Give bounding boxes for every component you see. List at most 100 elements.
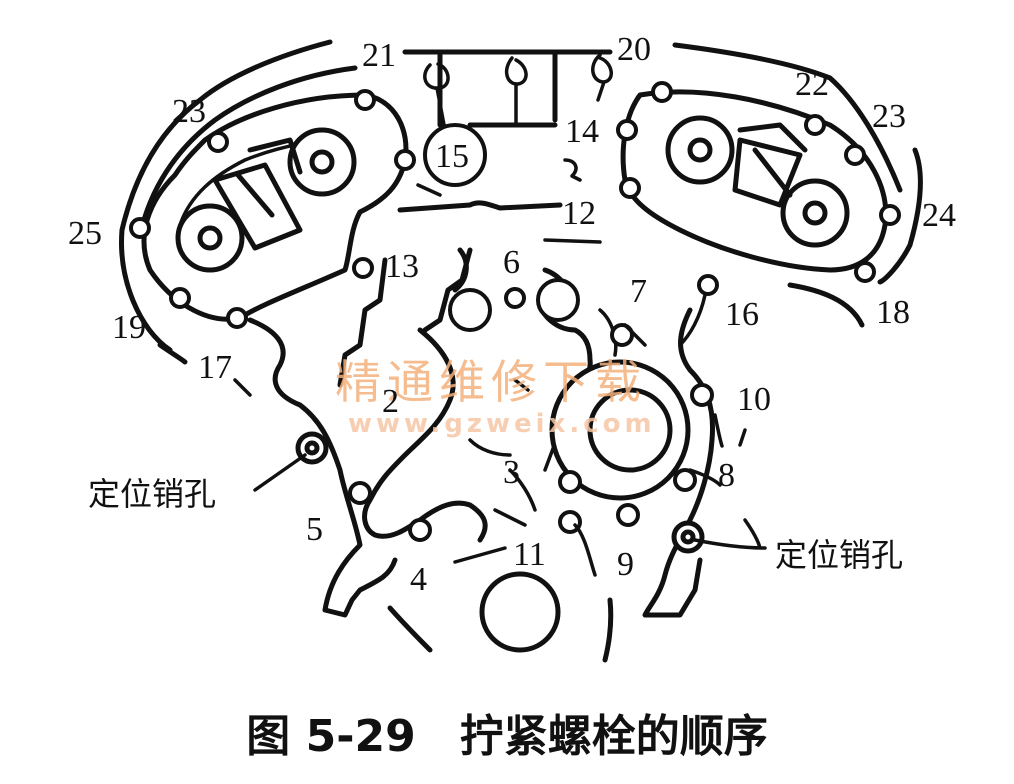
callout-right-dowel-hole: 定位销孔 <box>775 536 903 574</box>
bolt-number-24: 24 <box>922 197 956 234</box>
callout-left-dowel-hole: 定位销孔 <box>88 475 216 513</box>
bolt-number-14: 14 <box>565 113 599 150</box>
top-bracket-tick <box>416 183 442 197</box>
bolt-circle <box>844 144 866 166</box>
left-camshaft-hub-b <box>309 149 335 175</box>
bolt-circle <box>348 481 372 505</box>
leader-9 <box>573 523 597 577</box>
bolt-number-7: 7 <box>630 273 647 310</box>
leader-right-dowel <box>693 518 767 550</box>
leader-left-dowel <box>253 453 307 492</box>
bolt-number-23-left: 23 <box>172 93 206 130</box>
bolt-number-13: 13 <box>385 248 419 285</box>
bolt-number-4: 4 <box>410 561 427 598</box>
bolt-number-19: 19 <box>112 309 146 346</box>
left-camshaft-hub-a <box>197 225 223 251</box>
bolt-circle <box>697 274 719 296</box>
bolt-number-9: 9 <box>617 546 634 583</box>
bolt-number-10: 10 <box>737 381 771 418</box>
cover-outline <box>119 39 923 365</box>
right-camshaft-hub-b <box>802 200 828 226</box>
cover-outline-left-inner <box>137 65 358 238</box>
leader-8 <box>688 468 722 487</box>
bolt-number-23-right: 23 <box>872 98 906 135</box>
left-tensioner <box>212 137 303 251</box>
top-bracket-hook <box>563 158 582 182</box>
bolt-circle <box>673 468 697 492</box>
bolt-number-6: 6 <box>503 244 520 281</box>
cover-outline-left-tail <box>157 342 188 365</box>
bolt-circle <box>804 114 826 136</box>
bolt-number-3: 3 <box>503 454 520 491</box>
bolt-circle <box>616 503 640 527</box>
bolt-number-5: 5 <box>306 511 323 548</box>
bolt-number-16: 16 <box>725 296 759 333</box>
leader-10 <box>713 413 747 448</box>
bolt-circle <box>352 257 374 279</box>
bolt-circle <box>207 131 229 153</box>
bolt-circle <box>854 261 876 283</box>
bolt-number-8: 8 <box>718 457 735 494</box>
leader-3 <box>493 508 527 527</box>
bolt-circle <box>354 89 376 111</box>
leader-lines <box>233 238 767 577</box>
central-cover-crank-housing <box>362 327 488 543</box>
leader-7 <box>623 323 647 347</box>
bolt-circle <box>226 307 248 329</box>
oil-pump-boss <box>479 571 561 653</box>
bolt-number-18: 18 <box>876 294 910 331</box>
cover-outline-right-tail <box>787 282 865 328</box>
top-bracket <box>397 49 613 213</box>
right-cam-cover <box>620 89 889 273</box>
right-dowel-hole-centre <box>680 529 696 545</box>
right-camshaft-hub-a <box>687 137 713 163</box>
timing-cover-diagram: 精通维修下载 www.gzweix.com 21 20 22 23 23 14 … <box>68 31 956 663</box>
bolt-number-22: 22 <box>795 66 829 103</box>
right-cam-cover-outline <box>620 89 889 273</box>
right-tensioner <box>732 122 808 208</box>
cover-outline-right-edge <box>877 147 923 285</box>
bolt-circle <box>690 383 714 407</box>
cover-outline-right <box>672 42 903 193</box>
bolt-circle <box>558 470 582 494</box>
central-cover-jagged <box>337 247 473 388</box>
bolt-number-17: 17 <box>198 349 232 386</box>
watermark-text: 精通维修下载 <box>335 355 647 409</box>
bolt-circle <box>504 287 526 309</box>
bolt-circle <box>394 149 416 171</box>
leader-16 <box>678 293 707 347</box>
bolt-number-labels: 21 20 22 23 23 14 15 12 24 25 13 6 7 16 … <box>68 31 956 598</box>
bolt-number-20: 20 <box>617 31 651 68</box>
bolt-circle <box>610 323 634 347</box>
central-cover-lower-left <box>387 605 433 653</box>
bolt-circle <box>169 287 191 309</box>
top-bracket-base <box>397 200 563 213</box>
central-cover-left <box>247 317 398 618</box>
bolt-circle <box>536 278 580 322</box>
top-bracket-studs <box>423 53 613 90</box>
central-cover-right <box>642 307 716 618</box>
bolt-number-25: 25 <box>68 215 102 252</box>
bolt-circle <box>651 81 673 103</box>
leader-11 <box>453 546 507 564</box>
central-cover-bottom-right <box>602 597 614 663</box>
bolt-positions <box>129 81 901 542</box>
central-cover-guide <box>468 438 537 512</box>
figure-caption: 图 5-29 拧紧螺栓的顺序 <box>246 711 768 762</box>
bolt-number-15: 15 <box>435 138 469 175</box>
bolt-circle <box>879 204 901 226</box>
top-bracket-body <box>437 49 558 128</box>
bolt-circle <box>619 177 641 199</box>
crankshaft-pulley-hub <box>587 387 673 473</box>
bolt-number-2: 2 <box>382 383 399 420</box>
watermark-url: www.gzweix.com <box>348 409 656 439</box>
bolt-number-11: 11 <box>513 536 546 573</box>
bolt-circle <box>129 217 151 239</box>
bolt-circle <box>616 119 638 141</box>
bolt-number-21: 21 <box>362 37 396 74</box>
leader-17 <box>233 378 252 397</box>
top-bracket-legs <box>435 80 606 132</box>
bolt-15-boss <box>423 123 487 187</box>
bolt-circle <box>448 288 492 332</box>
